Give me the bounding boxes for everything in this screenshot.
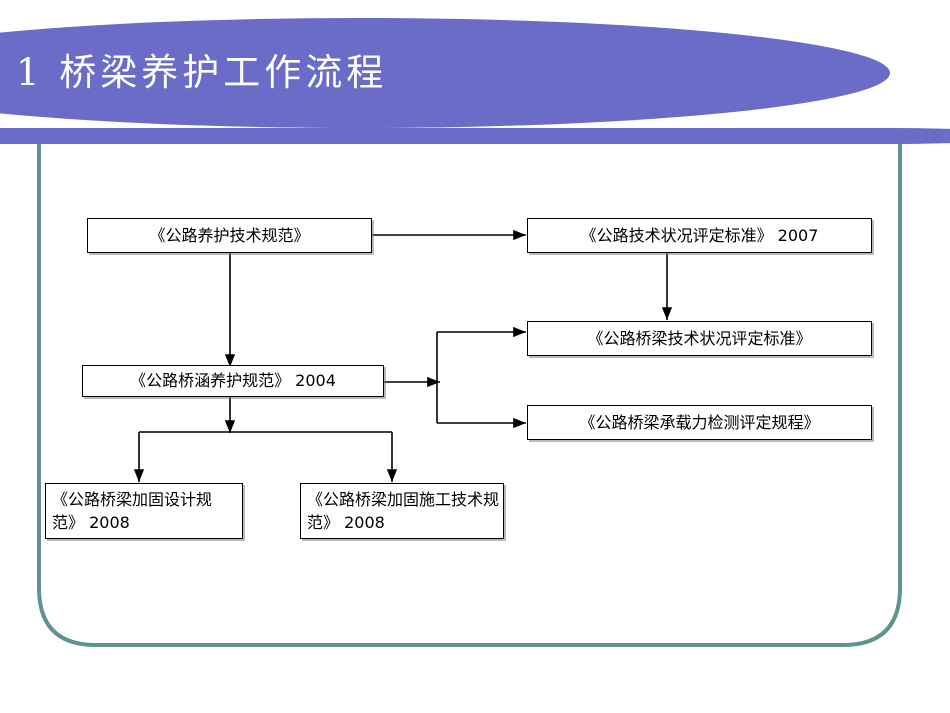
node-label: 《公路桥梁加固施工技术规范》 2008 [307, 489, 500, 532]
node-gonglu-qiaoliang-jiagu-sheji-guifan-2008[interactable]: 《公路桥梁加固设计规范》 2008 [45, 483, 243, 539]
node-label: 《公路技术状况评定标准》 2007 [580, 225, 819, 245]
node-gonglu-yanghu-jishu-guifan[interactable]: 《公路养护技术规范》 [87, 218, 372, 253]
node-label: 《公路养护技术规范》 [149, 225, 310, 245]
page-title: 1 桥梁养护工作流程 [16, 51, 388, 94]
node-gonglu-jishu-zhuangkuang-pingding-2007[interactable]: 《公路技术状况评定标准》 2007 [527, 218, 872, 253]
node-label: 《公路桥梁加固设计规范》 2008 [52, 489, 213, 532]
header-band-lower [0, 128, 890, 144]
node-gonglu-qiaohan-yanghu-guifan-2004[interactable]: 《公路桥涵养护规范》 2004 [82, 365, 384, 397]
node-label: 《公路桥梁技术状况评定标准》 [587, 328, 812, 348]
node-gonglu-qiaoliang-chengzaili-jiance-pingding[interactable]: 《公路桥梁承载力检测评定规程》 [527, 405, 872, 440]
header-band-cap [760, 128, 950, 144]
node-gonglu-qiaoliang-jiagu-shigong-jishu-guifan-2008[interactable]: 《公路桥梁加固施工技术规范》 2008 [300, 483, 504, 539]
header-ellipse [0, 18, 890, 128]
node-label: 《公路桥涵养护规范》 2004 [130, 371, 336, 391]
node-label: 《公路桥梁承载力检测评定规程》 [579, 412, 820, 432]
node-gonglu-qiaoliang-jishu-zhuangkuang-pingding[interactable]: 《公路桥梁技术状况评定标准》 [527, 321, 872, 356]
